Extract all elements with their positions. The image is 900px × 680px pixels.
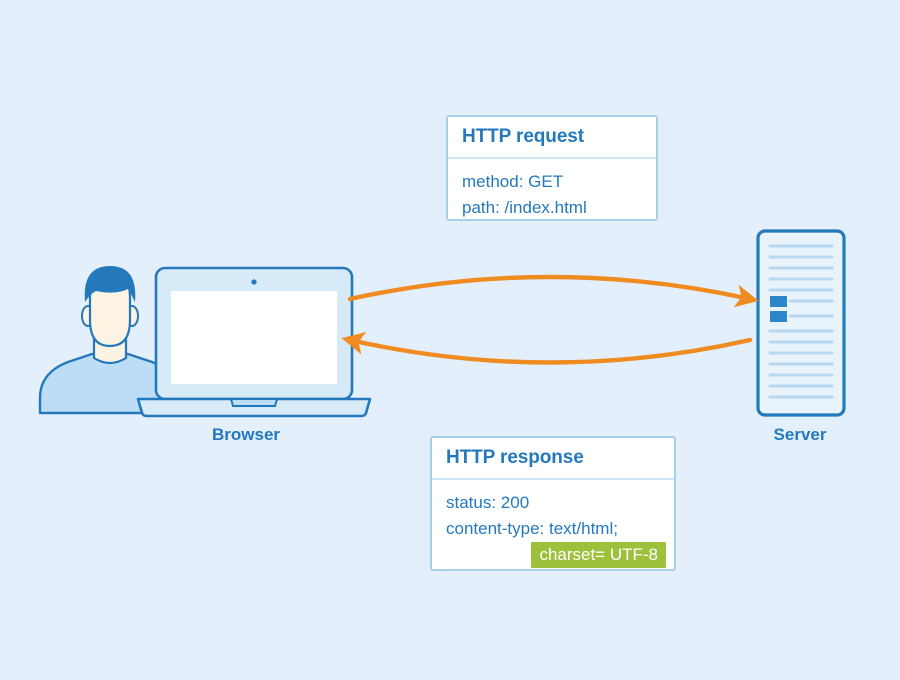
person-icon: [38, 266, 182, 415]
http-response-line-content-type: content-type: text/html;: [446, 519, 618, 538]
server-indicator-2: [770, 311, 787, 322]
http-request-box: HTTP request method: GET path: /index.ht…: [446, 115, 658, 221]
response-arrow: [341, 331, 753, 365]
server-label: Server: [773, 425, 827, 444]
browser-label: Browser: [211, 425, 281, 444]
server-svg: [756, 229, 846, 417]
browser-svg: [38, 266, 372, 418]
request-arrow: [347, 274, 759, 308]
server-illustration: [752, 228, 852, 418]
http-response-charset-row: charset= UTF-8: [446, 542, 674, 568]
http-request-body: method: GET path: /index.html: [448, 159, 656, 231]
arrows-layer: [330, 255, 770, 375]
http-request-title: HTTP request: [448, 117, 656, 159]
http-response-box: HTTP response status: 200 content-type: …: [430, 436, 676, 571]
arrows-svg: [341, 274, 759, 365]
http-response-line-status: status: 200: [446, 493, 530, 512]
server-indicator-1: [770, 296, 787, 307]
http-response-title: HTTP response: [432, 438, 674, 480]
server-rack-lines: [768, 244, 834, 399]
laptop-icon: [136, 266, 372, 418]
laptop-screen: [171, 291, 337, 384]
http-request-line-path: path: /index.html: [462, 198, 587, 217]
browser-illustration: [32, 258, 377, 418]
laptop-camera-dot: [251, 279, 257, 285]
http-request-line-method: method: GET: [462, 172, 564, 191]
charset-highlight: charset= UTF-8: [531, 542, 666, 568]
http-response-body: status: 200 content-type: text/html; cha…: [432, 480, 674, 578]
